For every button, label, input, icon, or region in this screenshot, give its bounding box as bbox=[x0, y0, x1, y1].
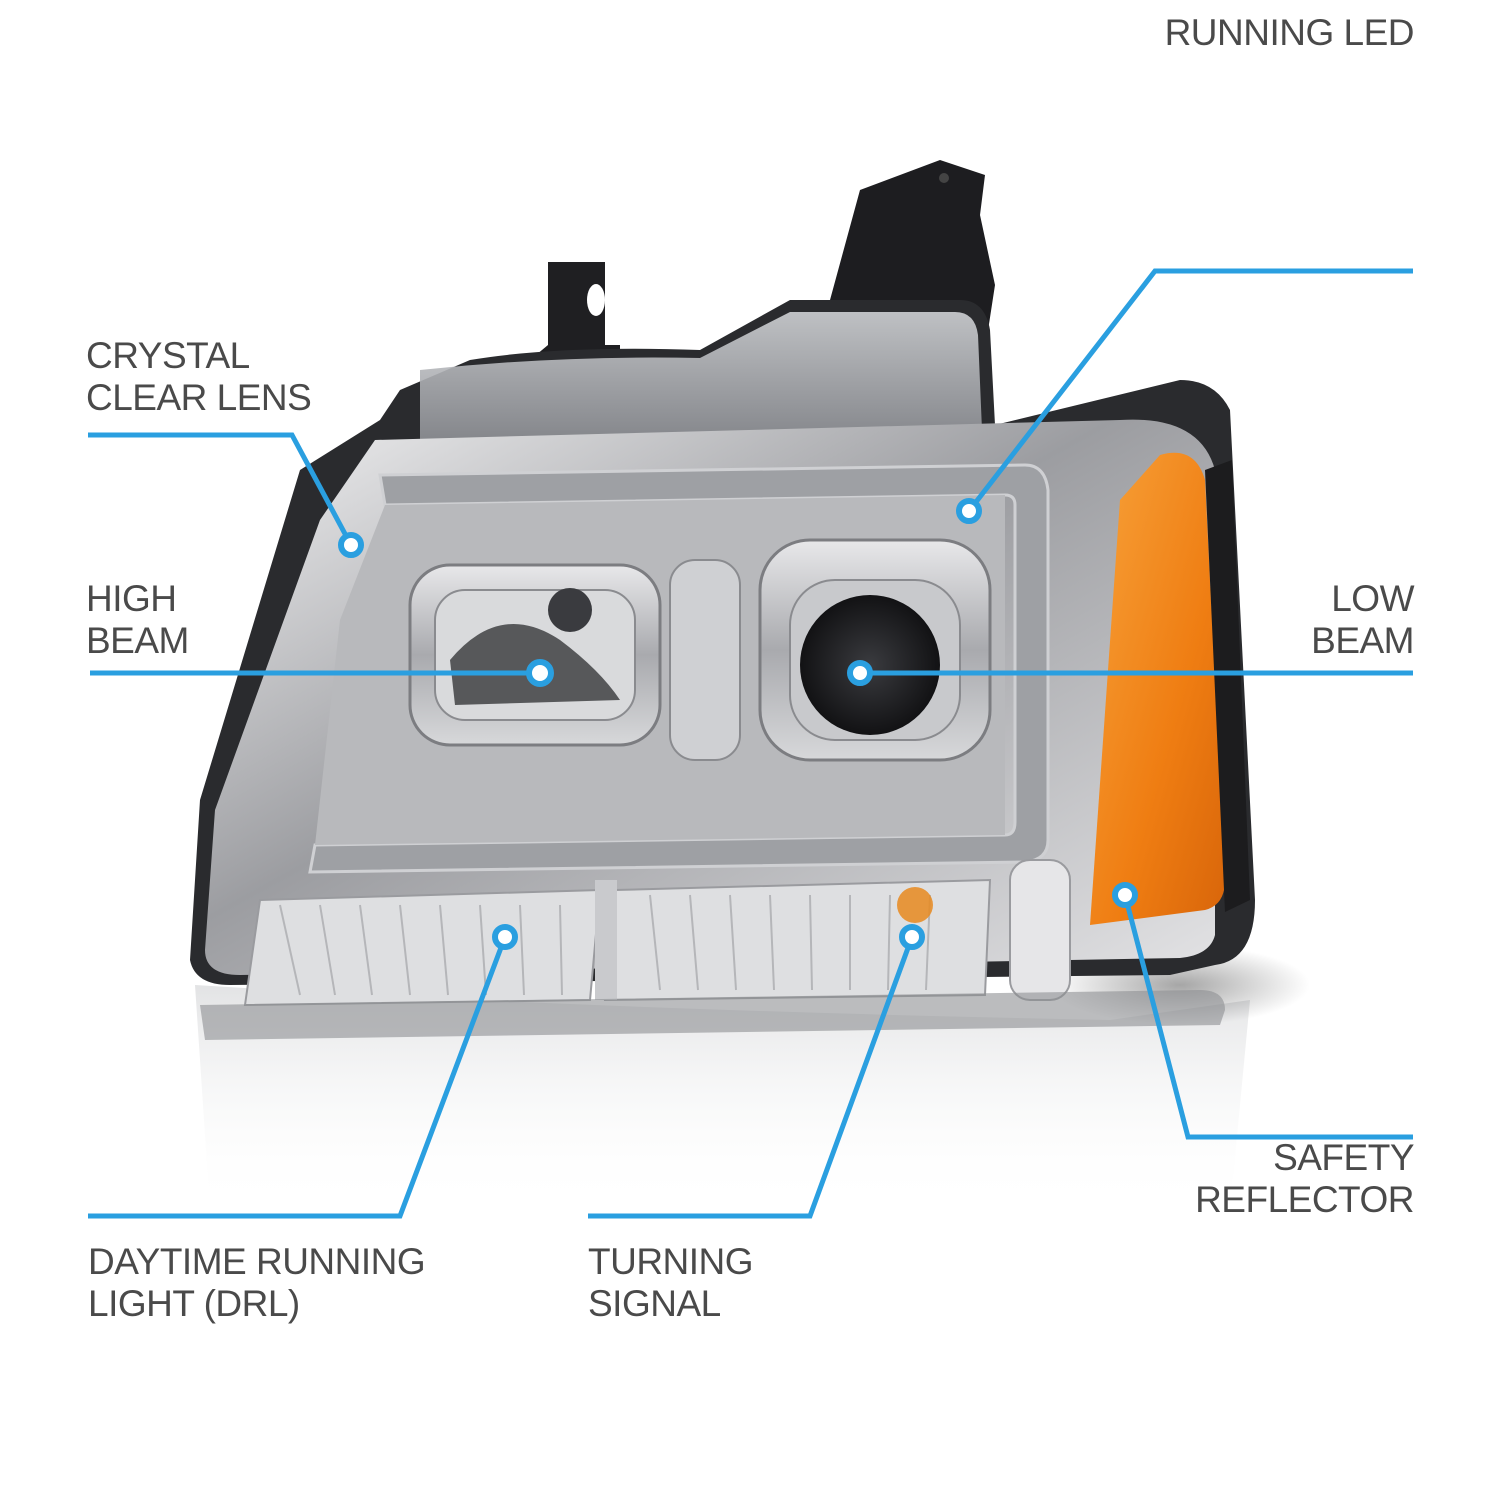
label-turning-signal: TURNING SIGNAL bbox=[588, 1241, 754, 1324]
leader-turning-signal bbox=[588, 936, 915, 1219]
dot-safety-reflector bbox=[1112, 882, 1138, 908]
leader-drl bbox=[88, 936, 508, 1219]
dot-high-beam bbox=[526, 659, 554, 687]
leader-crystal-clear-lens bbox=[88, 432, 354, 547]
dot-turning-signal bbox=[899, 924, 925, 950]
upper-clear-lens bbox=[420, 312, 982, 440]
label-daytime-running-light: DAYTIME RUNNING LIGHT (DRL) bbox=[88, 1241, 426, 1324]
amber-side-reflector bbox=[1090, 452, 1225, 925]
label-running-led: RUNNING LED bbox=[1164, 12, 1415, 53]
dot-crystal-clear-lens bbox=[338, 532, 364, 558]
dot-drl bbox=[492, 924, 518, 950]
leader-running-led bbox=[967, 268, 1413, 513]
label-low-beam: LOW BEAM bbox=[1311, 578, 1414, 661]
dot-low-beam bbox=[847, 660, 873, 686]
floor-reflection bbox=[195, 985, 1250, 1210]
dot-running-led bbox=[956, 498, 982, 524]
leader-safety-reflector bbox=[1122, 894, 1413, 1140]
label-safety-reflector: SAFETY REFLECTOR bbox=[1195, 1137, 1414, 1220]
label-crystal-clear-lens: CRYSTAL CLEAR LENS bbox=[86, 335, 312, 418]
label-high-beam: HIGH BEAM bbox=[86, 578, 189, 661]
